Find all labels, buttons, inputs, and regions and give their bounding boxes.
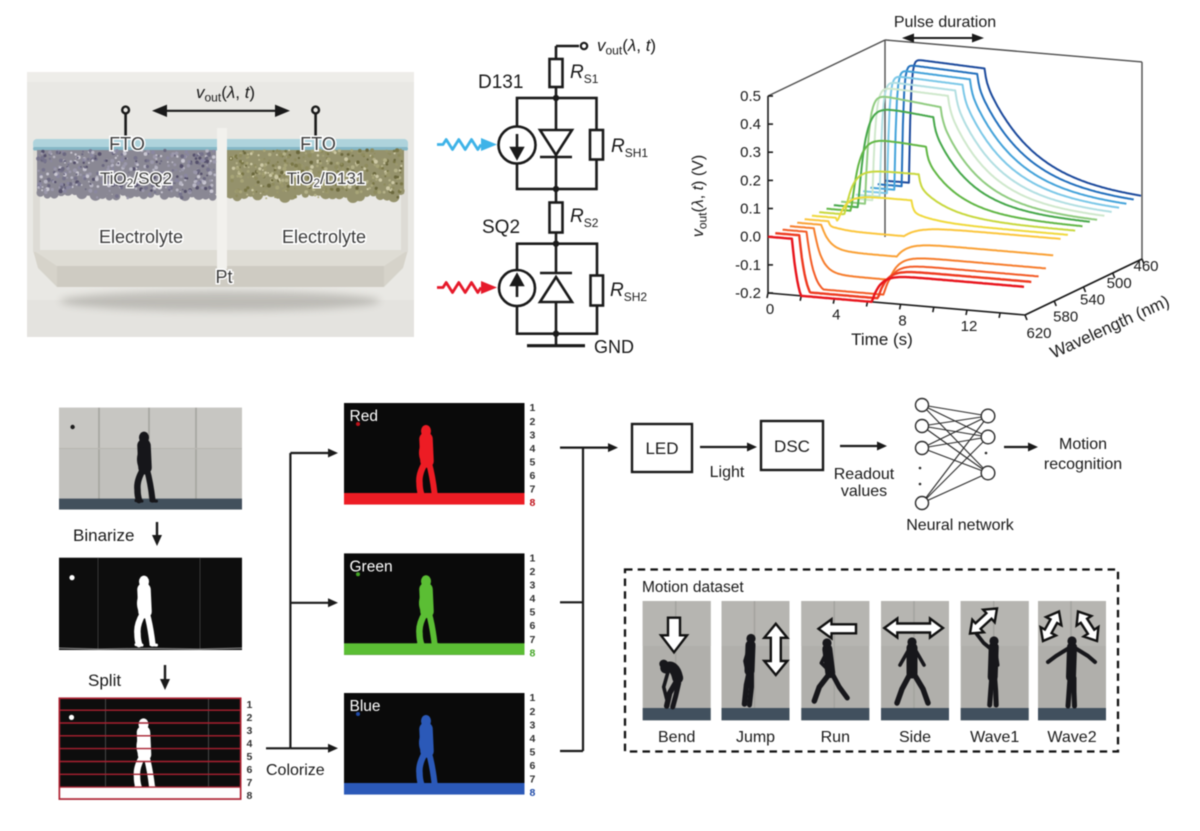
svg-text:3: 3 xyxy=(247,725,253,737)
svg-text:6: 6 xyxy=(530,470,536,482)
svg-text:7: 7 xyxy=(530,634,536,646)
svg-text:vout(λ, t) (V): vout(λ, t) (V) xyxy=(690,155,710,237)
svg-text:Pt: Pt xyxy=(215,267,232,287)
svg-text:4: 4 xyxy=(832,307,840,324)
svg-text:values: values xyxy=(841,483,887,500)
svg-text:4: 4 xyxy=(247,738,253,750)
svg-text:Jump: Jump xyxy=(736,729,775,746)
svg-text:1: 1 xyxy=(530,692,536,704)
svg-text:Binarize: Binarize xyxy=(73,526,134,545)
svg-text:4: 4 xyxy=(530,443,536,455)
svg-text:5: 5 xyxy=(530,746,536,758)
svg-text:vout(λ, t): vout(λ, t) xyxy=(196,83,255,105)
svg-text:TiO2/SQ2: TiO2/SQ2 xyxy=(100,169,172,190)
svg-text:1: 1 xyxy=(530,402,536,414)
svg-text:DSC: DSC xyxy=(774,437,810,456)
svg-text:0.0: 0.0 xyxy=(740,229,761,246)
svg-text:TiO2/D131: TiO2/D131 xyxy=(287,169,366,190)
svg-text:2: 2 xyxy=(247,712,253,724)
svg-text:8: 8 xyxy=(530,497,536,509)
svg-text:3: 3 xyxy=(530,429,536,441)
svg-text:540: 540 xyxy=(1080,292,1105,309)
svg-text:580: 580 xyxy=(1053,308,1078,325)
svg-text:-0.2: -0.2 xyxy=(735,285,761,302)
svg-text:Time (s): Time (s) xyxy=(851,330,913,349)
svg-text:3: 3 xyxy=(530,719,536,731)
svg-text:Motion dataset: Motion dataset xyxy=(642,579,744,596)
svg-text:2: 2 xyxy=(530,416,536,428)
svg-text:6: 6 xyxy=(530,620,536,632)
svg-text:0.2: 0.2 xyxy=(740,172,761,189)
svg-text:2: 2 xyxy=(530,566,536,578)
svg-text:620: 620 xyxy=(1026,325,1051,342)
svg-text:4: 4 xyxy=(530,593,536,605)
svg-text:Neural network: Neural network xyxy=(906,517,1015,534)
svg-text:1: 1 xyxy=(247,699,253,711)
svg-text:5: 5 xyxy=(530,456,536,468)
svg-text:LED: LED xyxy=(645,439,678,458)
svg-text:Pulse duration: Pulse duration xyxy=(894,14,996,31)
svg-text:Blue: Blue xyxy=(350,698,381,715)
svg-text:0: 0 xyxy=(766,301,774,318)
svg-text:460: 460 xyxy=(1133,258,1158,275)
svg-text:0.5: 0.5 xyxy=(740,88,761,105)
svg-text:FTO: FTO xyxy=(300,134,336,154)
svg-text:Split: Split xyxy=(88,671,121,690)
svg-text:Run: Run xyxy=(821,729,850,746)
svg-text:GND: GND xyxy=(594,337,634,357)
svg-text:Readout: Readout xyxy=(834,466,895,483)
svg-text:8: 8 xyxy=(530,647,536,659)
svg-text:Wave2: Wave2 xyxy=(1047,729,1096,746)
svg-text:FTO: FTO xyxy=(109,134,145,154)
svg-text:Green: Green xyxy=(350,558,393,575)
svg-text:6: 6 xyxy=(247,764,253,776)
svg-text:Electrolyte: Electrolyte xyxy=(282,227,366,247)
svg-text:Wave1: Wave1 xyxy=(970,729,1019,746)
svg-text:12: 12 xyxy=(961,318,978,335)
svg-text:Colorize: Colorize xyxy=(266,762,325,779)
svg-text:RSH1: RSH1 xyxy=(611,136,648,160)
svg-text:1: 1 xyxy=(530,553,536,565)
svg-text:D131: D131 xyxy=(478,72,523,93)
svg-text:-0.1: -0.1 xyxy=(735,257,761,274)
svg-text:5: 5 xyxy=(247,751,253,763)
svg-text:Bend: Bend xyxy=(658,729,695,746)
svg-text:RS1: RS1 xyxy=(570,62,599,86)
svg-text:8: 8 xyxy=(530,787,536,799)
svg-text:4: 4 xyxy=(530,733,536,745)
svg-text:6: 6 xyxy=(530,760,536,772)
svg-text:7: 7 xyxy=(247,777,253,789)
svg-text:Light: Light xyxy=(710,464,745,481)
svg-text:SQ2: SQ2 xyxy=(482,217,520,238)
svg-text:Electrolyte: Electrolyte xyxy=(99,227,183,247)
svg-text:2: 2 xyxy=(530,706,536,718)
svg-text:3: 3 xyxy=(530,580,536,592)
svg-text:recognition: recognition xyxy=(1044,456,1122,473)
svg-text:Side: Side xyxy=(899,729,931,746)
svg-text:Red: Red xyxy=(350,408,378,425)
svg-text:8: 8 xyxy=(247,790,253,802)
svg-text:Motion: Motion xyxy=(1059,436,1107,453)
svg-text:5: 5 xyxy=(530,607,536,619)
svg-text:vout(λ, t): vout(λ, t) xyxy=(597,36,656,58)
svg-text:500: 500 xyxy=(1107,275,1132,292)
svg-text:7: 7 xyxy=(530,774,536,786)
svg-text:0.1: 0.1 xyxy=(740,201,761,218)
svg-text:0.3: 0.3 xyxy=(740,144,761,161)
svg-text:8: 8 xyxy=(898,312,906,329)
svg-text:RSH2: RSH2 xyxy=(610,280,647,304)
svg-text:7: 7 xyxy=(530,484,536,496)
svg-text:0.4: 0.4 xyxy=(740,116,761,133)
svg-text:RS2: RS2 xyxy=(570,206,599,230)
